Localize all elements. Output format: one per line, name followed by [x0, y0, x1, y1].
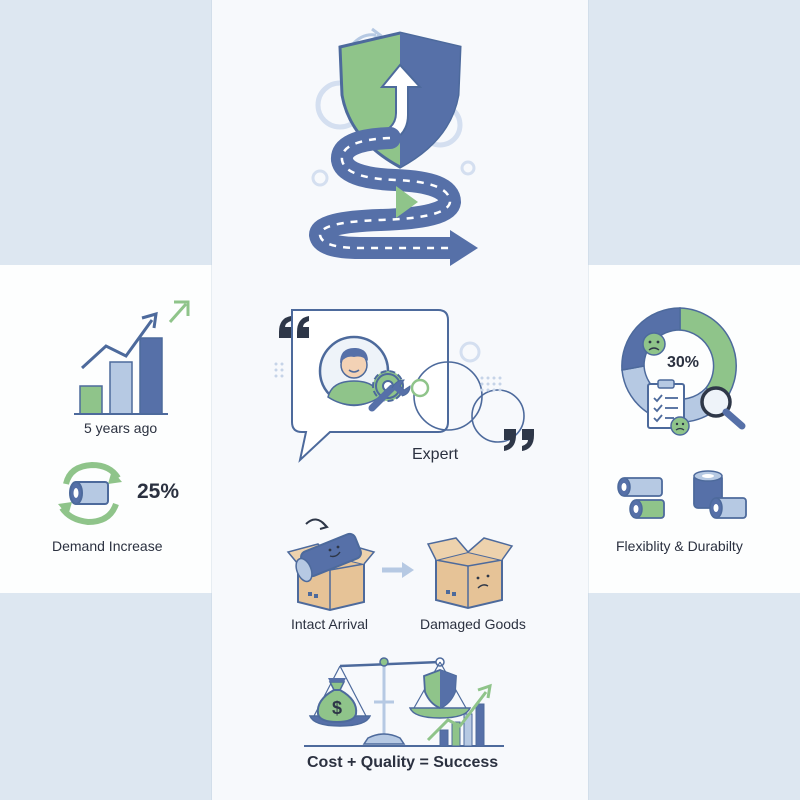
growth-chart-icon [74, 300, 190, 415]
magnifier-icon [700, 386, 746, 430]
balance-scale-icon [304, 657, 504, 747]
sad-box-icon [426, 537, 514, 610]
pipe-rolls-icon [617, 470, 747, 519]
gear-wrench-icon [368, 370, 411, 412]
damaged-caption: Damaged Goods [420, 616, 526, 632]
currency-symbol: $ [332, 698, 342, 718]
right-arrow-icon [382, 562, 414, 578]
properties-caption: Flexiblity & Durabilty [616, 538, 743, 554]
growth-caption: 5 years ago [84, 420, 158, 436]
quote-icon [279, 316, 309, 338]
intact-caption: Intact Arrival [291, 616, 369, 632]
donut-percent: 30% [667, 354, 700, 371]
expert-avatar-icon [318, 335, 390, 407]
quote-icon [504, 429, 534, 451]
happy-box-icon [286, 518, 376, 612]
recycle-pipe-icon [58, 461, 122, 526]
demand-percent: 25% [137, 480, 180, 503]
expert-caption: Expert [412, 446, 459, 463]
left-panel [0, 265, 212, 593]
demand-caption: Demand Increase [52, 538, 163, 554]
equation-caption: Cost + Quality = Success [307, 754, 499, 771]
winding-road-icon [308, 127, 478, 266]
checklist-icon [647, 379, 690, 436]
money-bag-icon: $ [316, 678, 358, 724]
